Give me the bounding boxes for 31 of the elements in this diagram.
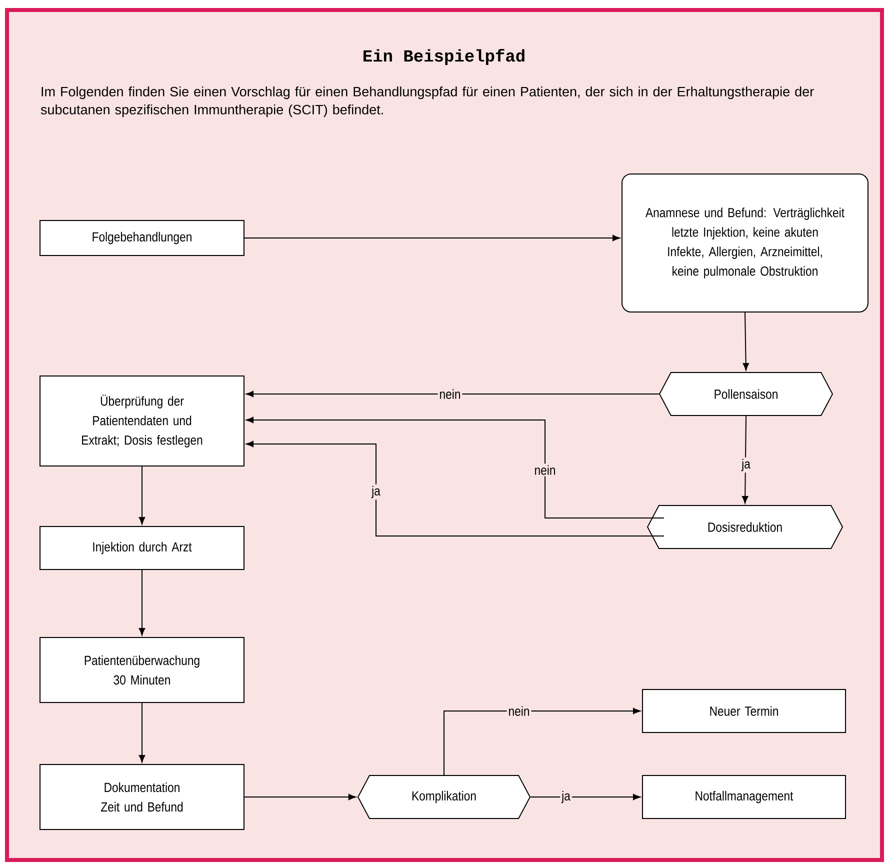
arrow xyxy=(246,416,664,518)
edge-label: ja xyxy=(740,457,752,473)
edge-label: nein xyxy=(438,388,462,400)
arrow xyxy=(246,440,664,536)
arrow xyxy=(444,708,641,776)
arrow xyxy=(244,234,620,242)
title: Ein Beispielpfad xyxy=(364,48,524,66)
edge-label: nein xyxy=(506,704,532,718)
process-box: Neuer Termin xyxy=(642,689,846,733)
arrow xyxy=(246,390,660,398)
arrow xyxy=(742,416,748,504)
process-box: Patientenüberwachung 30 Minuten xyxy=(40,637,244,703)
edge-label: nein xyxy=(532,464,558,476)
process-box: Dokumentation Zeit und Befund xyxy=(40,764,244,830)
decision-hexagon: Pollensaison xyxy=(658,372,834,416)
decision-hexagon: Dosisreduktion xyxy=(646,505,844,549)
decision-hexagon: Komplikation xyxy=(357,775,531,819)
arrow xyxy=(138,466,146,525)
edge-label: ja xyxy=(560,789,572,805)
arrow xyxy=(244,794,356,800)
rounded-box: Anamnese und Befund: Verträglichkeit letzte Injektion, keine akuten Infekte, Allergien, Arzneimittel, keine pulmonale Obstruktion xyxy=(622,174,868,312)
process-box: Überprüfung der Patientendaten und Extrakt; Dosis festlegen xyxy=(40,376,244,466)
arrow xyxy=(138,702,146,763)
arrow xyxy=(530,794,641,800)
edge-label: ja xyxy=(370,484,382,500)
arrow xyxy=(138,570,146,636)
process-box: Notfallmanagement xyxy=(642,775,846,819)
process-box: Injektion durch Arzt xyxy=(40,526,244,570)
process-box: Folgebehandlungen xyxy=(40,220,244,256)
intro-text: Im Folgenden finden Sie einen Vorschlag für einen Behandlungspfad für einen Patienten, der sich in der Erhaltungstherapie der subcutanen spezifischen Immuntherapie (SCIT) befindet. xyxy=(40,86,814,118)
arrow xyxy=(742,312,749,371)
